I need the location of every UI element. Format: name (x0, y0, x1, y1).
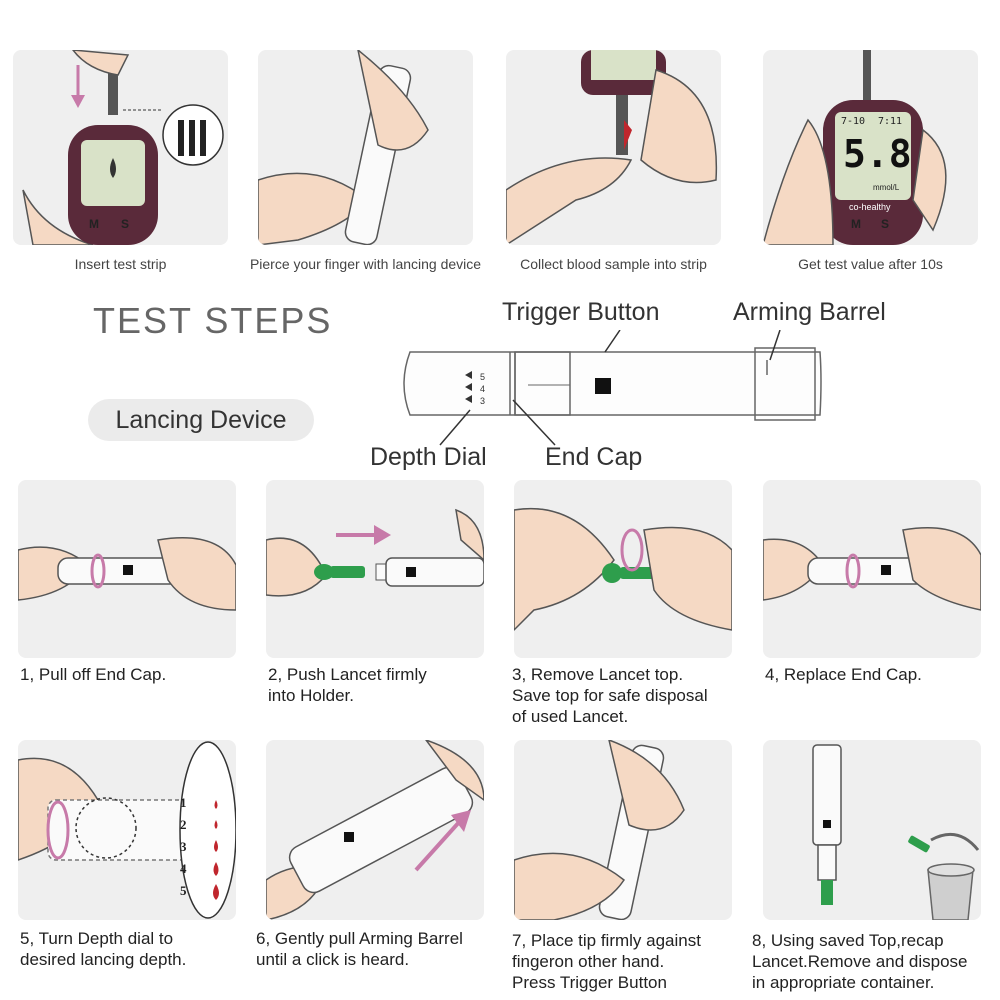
meter-button-s: S (121, 217, 130, 231)
lancet-step-panel-2 (266, 480, 484, 658)
press-trigger-illustration (514, 740, 685, 920)
dispose-lancet-illustration (812, 744, 980, 920)
callout-arming-barrel: Arming Barrel (733, 298, 886, 326)
pull-arming-barrel-illustration (266, 740, 484, 920)
lancet-step-panel-8 (763, 740, 981, 920)
callout-end-cap: End Cap (545, 443, 643, 471)
lancing-device-label: Lancing Device (88, 399, 314, 441)
lancet-step-caption-7: 7, Place tip firmly against fingeron oth… (512, 931, 701, 992)
meter-unit: mmol/L (873, 183, 900, 192)
meter-button-s-2: S (881, 217, 890, 231)
meter-step-caption-1: Insert test strip (74, 256, 167, 272)
dial-number-5: 5 (480, 372, 486, 382)
meter-time: 7:11 (878, 116, 903, 127)
meter-step-panel-3 (506, 50, 721, 245)
depth-level-1: 1 (180, 795, 187, 810)
collect-blood-illustration (506, 50, 718, 245)
lancing-device-diagram (403, 330, 822, 446)
lancet-step-caption-8: 8, Using saved Top,recap Lancet.Remove a… (752, 931, 968, 992)
meter-brand: co-healthy (849, 202, 891, 212)
depth-level-2: 2 (180, 817, 187, 832)
meter-button-m: M (89, 217, 99, 231)
meter-step-caption-4: Get test value after 10s (798, 256, 943, 272)
turn-depth-dial-illustration (18, 741, 236, 919)
meter-reading: 5.8 (843, 132, 912, 176)
depth-level-4: 4 (180, 861, 187, 876)
meter-step-panel-1: M S (13, 50, 228, 245)
lancet-step-caption-5: 5, Turn Depth dial to desired lancing de… (20, 929, 187, 969)
meter-result-illustration (763, 50, 947, 245)
replace-cap-illustration (763, 527, 981, 611)
lancet-step-caption-2: 2, Push Lancet firmly into Holder. (268, 665, 427, 705)
push-lancet-illustration (266, 508, 484, 597)
lancet-step-panel-5: 1 2 3 4 5 (18, 740, 236, 920)
meter-date: 7-10 (841, 116, 866, 127)
meter-step-panel-2 (258, 50, 473, 245)
callout-depth-dial: Depth Dial (370, 443, 487, 471)
meter-step-caption-3: Collect blood sample into strip (520, 256, 707, 272)
meter-step-panel-4: 7-10 7:11 5.8 mmol/L co-healthy M S (763, 50, 978, 245)
pull-off-cap-illustration (18, 537, 236, 611)
dial-number-3: 3 (480, 396, 486, 406)
remove-lancet-top-illustration (514, 507, 732, 632)
lancet-step-panel-3 (514, 480, 732, 658)
lancet-step-caption-6: 6, Gently pull Arming Barrel until a cli… (256, 929, 463, 969)
lancet-step-panel-7 (514, 740, 732, 920)
insert-strip-illustration (22, 50, 224, 245)
depth-level-3: 3 (180, 839, 187, 854)
lancet-step-caption-1: 1, Pull off End Cap. (20, 665, 167, 684)
section-title: TEST STEPS (93, 300, 333, 341)
callout-trigger-button: Trigger Button (502, 298, 660, 326)
lancet-step-caption-4: 4, Replace End Cap. (765, 665, 922, 684)
lancet-step-panel-6 (266, 740, 484, 920)
meter-step-caption-2: Pierce your finger with lancing device (249, 256, 482, 272)
meter-button-m-2: M (851, 217, 861, 231)
lancet-step-caption-3: 3, Remove Lancet top. Save top for safe … (512, 665, 708, 726)
lancet-step-panel-4 (763, 480, 981, 658)
depth-level-5: 5 (180, 883, 187, 898)
pierce-finger-illustration (258, 50, 429, 245)
lancet-step-panel-1 (18, 480, 236, 658)
dial-number-4: 4 (480, 384, 486, 394)
